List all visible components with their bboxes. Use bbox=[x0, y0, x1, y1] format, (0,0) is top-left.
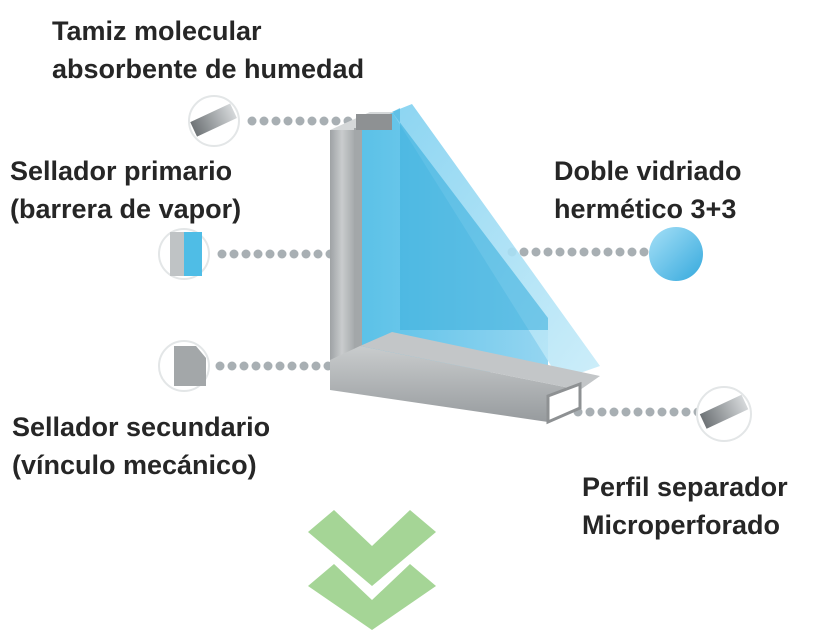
down-chevron-icon bbox=[308, 510, 436, 630]
label-double-glazing: Doble vidriado hermético 3+3 bbox=[554, 152, 742, 228]
molecular-sieve-icon bbox=[188, 95, 240, 147]
leader-primary-sealant bbox=[217, 249, 335, 259]
frame-vertical-inner bbox=[354, 128, 362, 360]
label-spacer-profile-line2: Microperforado bbox=[582, 510, 781, 540]
label-spacer-profile: Perfil separador Microperforado bbox=[582, 468, 788, 544]
leader-secondary-sealant bbox=[215, 361, 333, 371]
frame-horizontal-end bbox=[546, 381, 582, 425]
label-double-glazing-line1: Doble vidriado bbox=[554, 156, 742, 186]
primary-sealant-icon bbox=[158, 228, 210, 280]
chevron-upper bbox=[308, 510, 436, 586]
glass-pane-front bbox=[392, 104, 600, 380]
glass-edge bbox=[392, 108, 548, 330]
chevron-lower bbox=[308, 564, 436, 630]
label-molecular-sieve-line1: Tamiz molecular bbox=[52, 16, 262, 46]
label-spacer-profile-line1: Perfil separador bbox=[582, 472, 788, 502]
leader-spacer-profile bbox=[573, 407, 703, 417]
label-primary-sealant-line1: Sellador primario bbox=[10, 156, 233, 186]
label-double-glazing-line2: hermético 3+3 bbox=[554, 194, 737, 224]
frame-horizontal-top bbox=[360, 332, 600, 390]
frame-vertical bbox=[330, 130, 354, 390]
label-molecular-sieve: Tamiz molecular absorbente de humedad bbox=[52, 12, 364, 88]
label-secondary-sealant-line2: (vínculo mecánico) bbox=[12, 450, 257, 480]
label-secondary-sealant-line1: Sellador secundario bbox=[12, 412, 271, 442]
double-glazing-icon bbox=[649, 227, 703, 281]
window-unit bbox=[330, 104, 600, 425]
label-molecular-sieve-line2: absorbente de humedad bbox=[52, 54, 365, 84]
leader-double-glazing bbox=[507, 247, 649, 257]
label-primary-sealant: Sellador primario (barrera de vapor) bbox=[10, 152, 241, 228]
label-secondary-sealant: Sellador secundario (vínculo mecánico) bbox=[12, 408, 270, 484]
frame-horizontal bbox=[330, 346, 580, 422]
label-primary-sealant-line2: (barrera de vapor) bbox=[10, 194, 242, 224]
spacer-profile-icon bbox=[696, 386, 752, 442]
spacer-top bbox=[356, 114, 392, 130]
secondary-sealant-icon bbox=[158, 340, 210, 392]
leader-molecular-sieve bbox=[247, 116, 353, 126]
